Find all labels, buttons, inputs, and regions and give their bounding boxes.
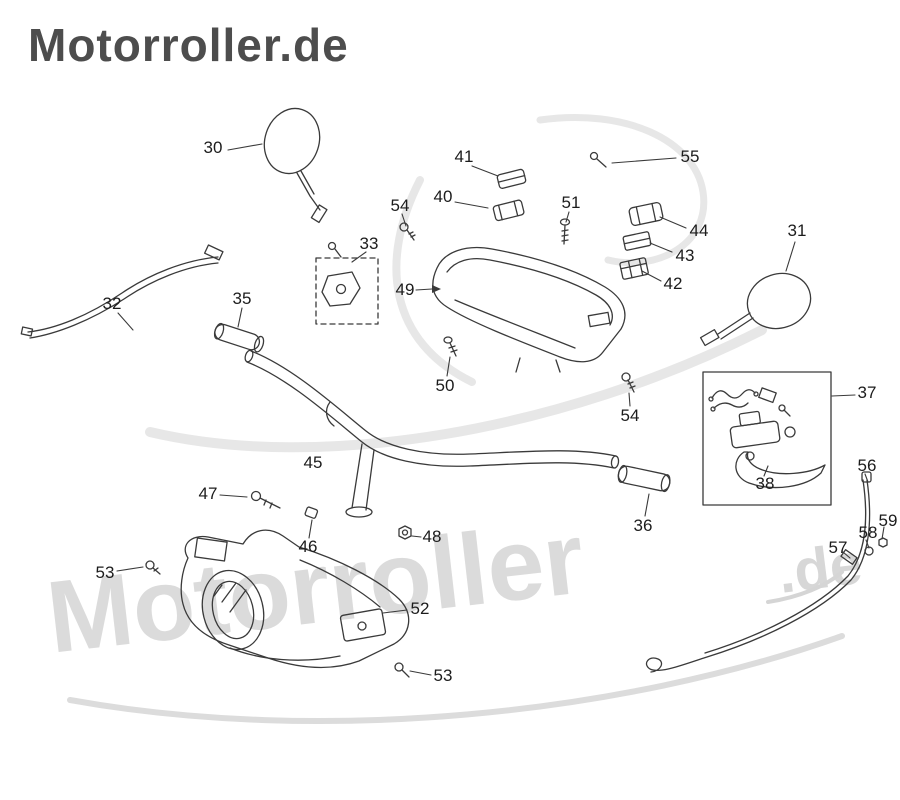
part-label-33: 33	[359, 234, 379, 253]
part-label-31: 31	[787, 221, 807, 240]
part-label-51: 51	[561, 193, 581, 212]
part-label-55: 55	[680, 147, 700, 166]
switch-block-44	[628, 201, 664, 227]
handlebar-cover-lower	[180, 529, 410, 669]
watermark-swoosh	[67, 113, 845, 725]
bracket-assembly	[315, 241, 379, 325]
spacer-46	[304, 506, 319, 519]
cable-adjuster-57	[840, 549, 858, 565]
clamp-upper	[496, 168, 527, 189]
part-label-56: 56	[857, 456, 877, 475]
brand-logo: Motorroller.de	[28, 19, 349, 71]
screw-50	[443, 336, 458, 357]
part-label-37: 37	[857, 383, 877, 402]
part-label-30: 30	[203, 138, 223, 157]
part-label-46: 46	[298, 537, 318, 556]
grip-left	[213, 322, 265, 353]
part-label-35: 35	[232, 289, 252, 308]
part-label-54-top: 54	[390, 196, 410, 215]
grip-right	[617, 464, 671, 493]
screw-54-lower	[621, 372, 636, 393]
part-label-41: 41	[454, 147, 474, 166]
screw-51	[559, 218, 571, 245]
screw-55	[589, 151, 607, 168]
screw-53-left	[145, 560, 161, 575]
handlebar-cover-front	[432, 246, 626, 373]
part-label-59: 59	[878, 511, 898, 530]
part-label-42: 42	[663, 274, 683, 293]
nut-48	[398, 525, 412, 540]
part-label-47: 47	[198, 484, 218, 503]
part-label-36: 36	[633, 516, 653, 535]
part-label-58: 58	[858, 523, 878, 542]
mirror-right	[699, 272, 812, 347]
brake-lever-assembly-box	[702, 371, 832, 506]
bolt-47	[250, 490, 281, 509]
cable-throttle	[20, 244, 224, 339]
part-label-32: 32	[102, 294, 122, 313]
part-label-54-lower: 54	[620, 406, 640, 425]
part-label-57: 57	[828, 538, 848, 557]
part-label-48: 48	[422, 527, 442, 546]
screw-54-top	[399, 222, 416, 241]
part-label-53-bottom: 53	[433, 666, 453, 685]
part-label-40: 40	[433, 187, 453, 206]
cable-nut-59	[878, 537, 888, 548]
part-label-50: 50	[435, 376, 455, 395]
mirror-left	[263, 107, 328, 224]
leader-lines	[116, 143, 885, 676]
block-42	[619, 257, 649, 280]
part-label-49: 49	[395, 280, 415, 299]
bracket-43	[622, 231, 652, 251]
part-label-52: 52	[410, 599, 430, 618]
screw-53-bottom	[394, 662, 410, 678]
part-label-38: 38	[755, 474, 775, 493]
part-label-44: 44	[689, 221, 709, 240]
part-label-43: 43	[675, 246, 695, 265]
handlebar-tube	[244, 349, 620, 518]
part-label-53-left: 53	[95, 563, 115, 582]
cable-brake-rear	[645, 471, 872, 673]
part-label-45: 45	[303, 453, 323, 472]
clamp-lower	[492, 199, 525, 222]
